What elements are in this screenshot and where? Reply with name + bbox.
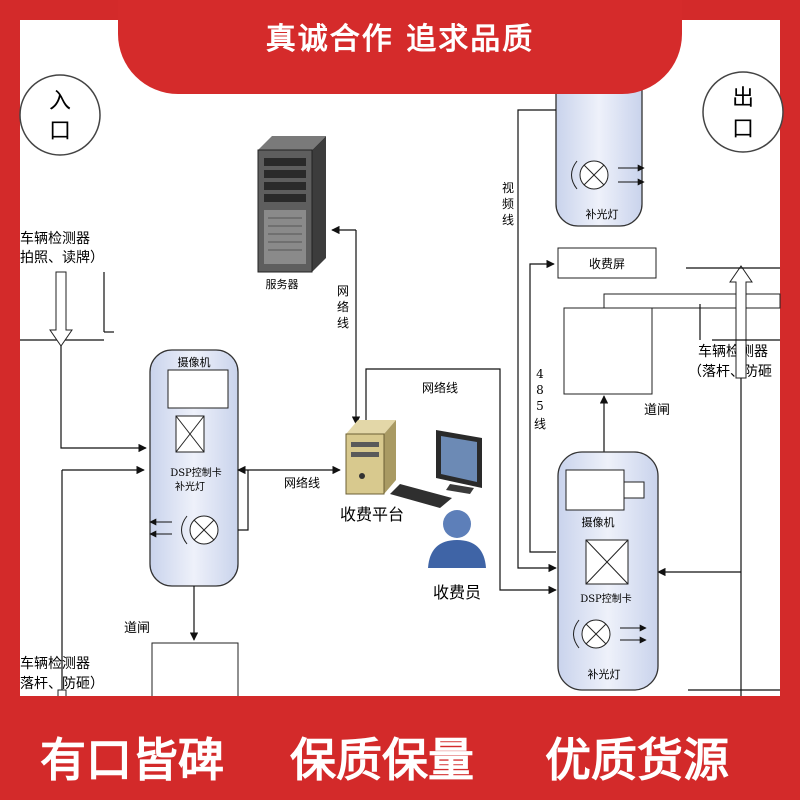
footer-slogan-left: 有口皆碑 [40,733,224,787]
rs485-line [529,259,556,553]
entrance-sign: 入 口 [19,74,101,156]
left-camera-label: 摄像机 [178,355,211,369]
person-icon [428,510,486,568]
left-camera-box [167,369,229,409]
detector-to-camera-line [60,346,147,453]
right-detector-line2: （落杆、防砸 [688,364,772,380]
fee-display-box [557,247,657,279]
right-gate-label: 道闸 [644,403,670,418]
network-line-v-char-1: 网 [337,284,349,298]
bottom-banner [0,696,800,800]
server-label: 服务器 [266,278,299,291]
toll-platform-label: 收费平台 [340,505,404,524]
top-right-light-unit: 补光灯 [555,59,645,227]
left-gate-box [151,642,239,704]
top-right-fill-light-label: 补光灯 [586,207,619,221]
network-line-label-right: 网络线 [422,380,458,395]
bus-485-char-4: 线 [534,417,546,431]
video-line-char-2: 频 [502,197,514,211]
monitor-icon [436,430,482,494]
right-camera-label: 摄像机 [582,515,615,529]
banner-title: 真诚合作 追求品质 [265,22,535,57]
video-line-char-1: 视 [502,180,514,195]
footer-slogan-right: 优质货源 [545,733,729,787]
network-line-right-route [365,368,557,595]
keyboard-icon [390,484,452,508]
right-detector-line1: 车辆检测器 [698,343,768,360]
left-camera-unit: 摄像机 DSP控制卡 补光灯 [149,349,239,587]
exit-flow-arrow-icon [729,265,753,379]
network-line-v-char-2: 络 [337,299,349,314]
footer-slogan-middle: 保质保量 [290,733,474,787]
right-dsp-label: DSP控制卡 [580,592,632,605]
left-detector-top-line2: 拍照、读牌） [20,249,104,266]
entrance-char-2: 口 [49,119,71,144]
right-gate-box [563,307,653,395]
exit-char-2: 口 [732,117,754,142]
left-dsp-label: DSP控制卡 [170,466,222,479]
network-line-label-left: 网络线 [284,475,320,490]
computer-icon [345,420,396,495]
right-fill-light-label: 补光灯 [588,667,621,681]
network-line-v-char-3: 线 [337,316,349,330]
left-fill-light-label: 补光灯 [175,480,205,493]
left-gate-label: 道闸 [124,621,150,636]
left-detector-top-line1: 车辆检测器 [20,230,90,247]
right-gate-barrier [603,293,781,309]
video-line [517,109,557,573]
right-camera-box [565,469,625,511]
server-icon [257,136,326,273]
video-line-char-3: 线 [502,213,514,227]
left-detector-bottom-line1: 车辆检测器 [20,655,90,672]
right-camera-unit: 摄像机 DSP控制卡 补光灯 [557,451,659,691]
entrance-char-1: 入 [49,89,71,114]
bus-485-char-1: 4 [536,367,544,381]
exit-sign: 出 口 [702,71,784,153]
bus-485-char-3: 5 [536,399,544,413]
left-detector-bottom-line2: 落杆、防砸） [20,676,104,692]
vehicle-flow-arrow-icon [49,271,73,347]
exit-char-1: 出 [732,86,754,111]
fee-display-label: 收费屏 [589,257,625,271]
bus-485-char-2: 8 [536,383,544,397]
toll-collector-label: 收费员 [433,583,481,602]
top-banner [118,0,682,94]
